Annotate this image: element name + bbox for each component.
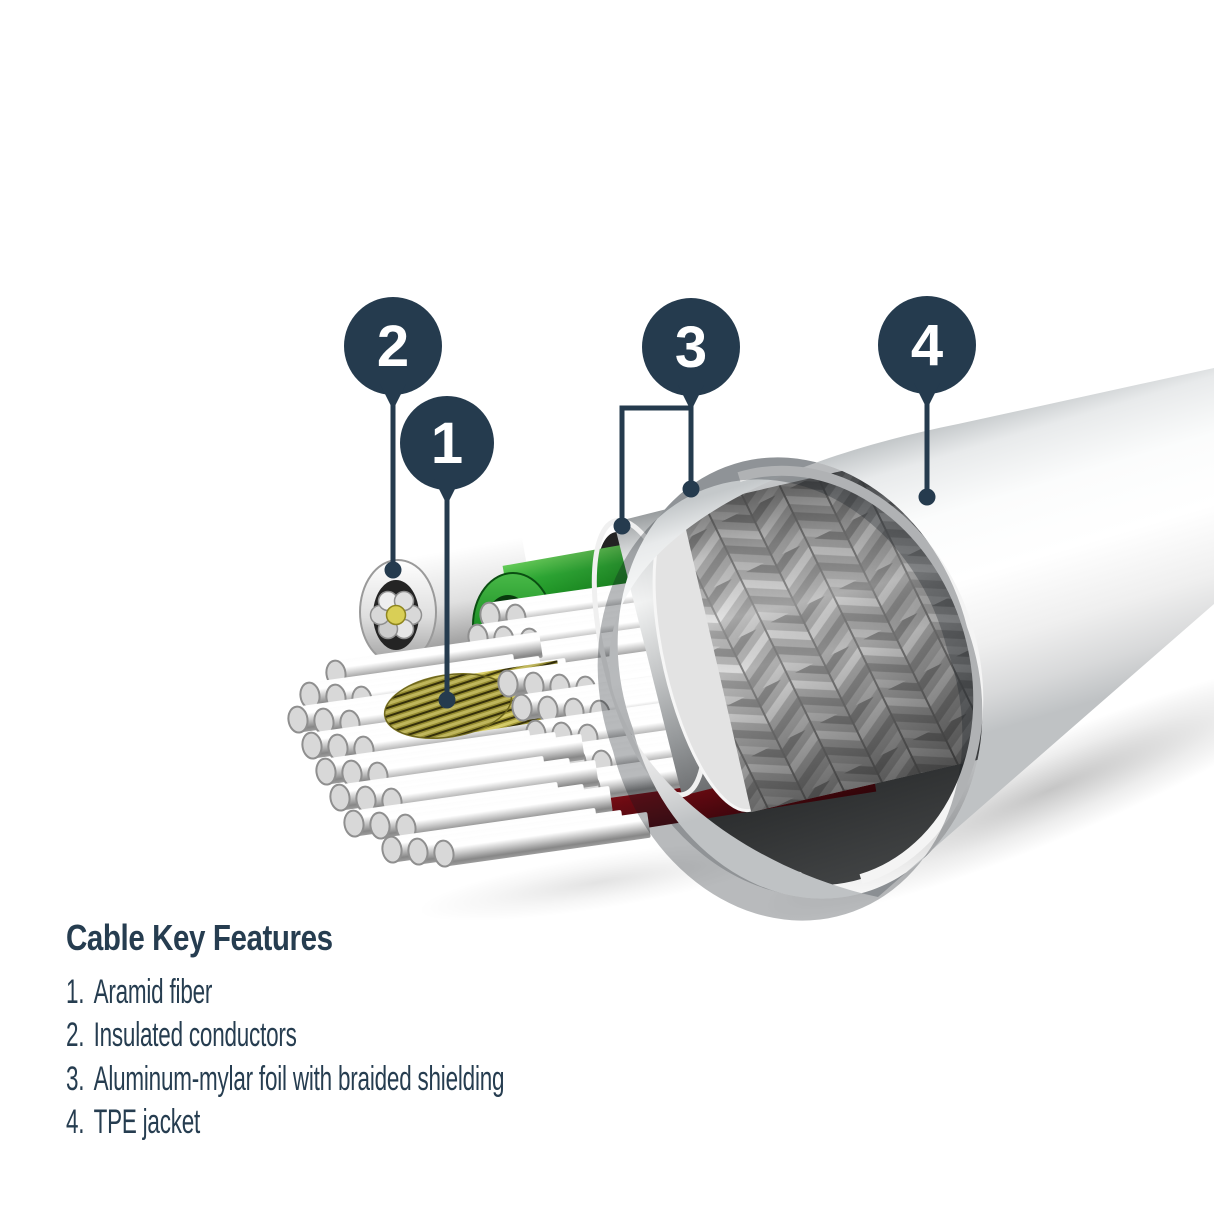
callout-pin-3-number: 3 xyxy=(675,315,707,380)
key-item-1-number: 1. xyxy=(66,973,85,1011)
tpe-jacket xyxy=(597,368,1214,921)
callout-pin-1-number: 1 xyxy=(431,411,463,476)
aramid-center-strand xyxy=(385,604,407,626)
feature-key: Cable Key Features 1. Aramid fiber 2. In… xyxy=(66,917,504,1142)
leader-dot-1 xyxy=(438,691,456,709)
callout-pin-1: 1 xyxy=(400,396,494,505)
key-item-4: 4. TPE jacket xyxy=(66,1101,504,1144)
key-item-3: 3. Aluminum-mylar foil with braided shie… xyxy=(66,1058,504,1101)
white-insulated-conductor xyxy=(359,537,540,665)
key-item-1: 1. Aramid fiber xyxy=(66,971,504,1014)
leader-dots xyxy=(384,480,936,709)
key-item-4-label: TPE jacket xyxy=(93,1103,201,1142)
leader-dot-2 xyxy=(384,561,402,579)
callout-pin-2: 2 xyxy=(344,297,442,410)
leader-dot-3a xyxy=(613,517,631,535)
leader-dot-3b xyxy=(682,480,700,498)
jacket-cut-rim xyxy=(737,465,984,884)
callout-pin-3: 3 xyxy=(642,298,740,411)
callout-pin-2-number: 2 xyxy=(377,314,409,379)
key-list: 1. Aramid fiber 2. Insulated conductors … xyxy=(66,971,730,1145)
key-item-1-label: Aramid fiber xyxy=(93,973,213,1011)
key-item-4-number: 4. xyxy=(66,1103,85,1142)
leader-dot-4 xyxy=(918,488,936,506)
key-title: Cable Key Features xyxy=(66,917,333,958)
callout-pin-4: 4 xyxy=(878,296,976,409)
key-item-2-label: Insulated conductors xyxy=(93,1016,297,1055)
callout-pins: 2 1 3 4 xyxy=(344,296,976,505)
key-item-3-label: Aluminum-mylar foil with braided shieldi… xyxy=(93,1059,505,1098)
key-item-2: 2. Insulated conductors xyxy=(66,1014,504,1057)
key-item-3-number: 3. xyxy=(66,1059,85,1098)
callout-pin-4-number: 4 xyxy=(911,313,943,378)
conductor-strand-ends xyxy=(369,590,423,640)
key-item-2-number: 2. xyxy=(66,1016,85,1055)
